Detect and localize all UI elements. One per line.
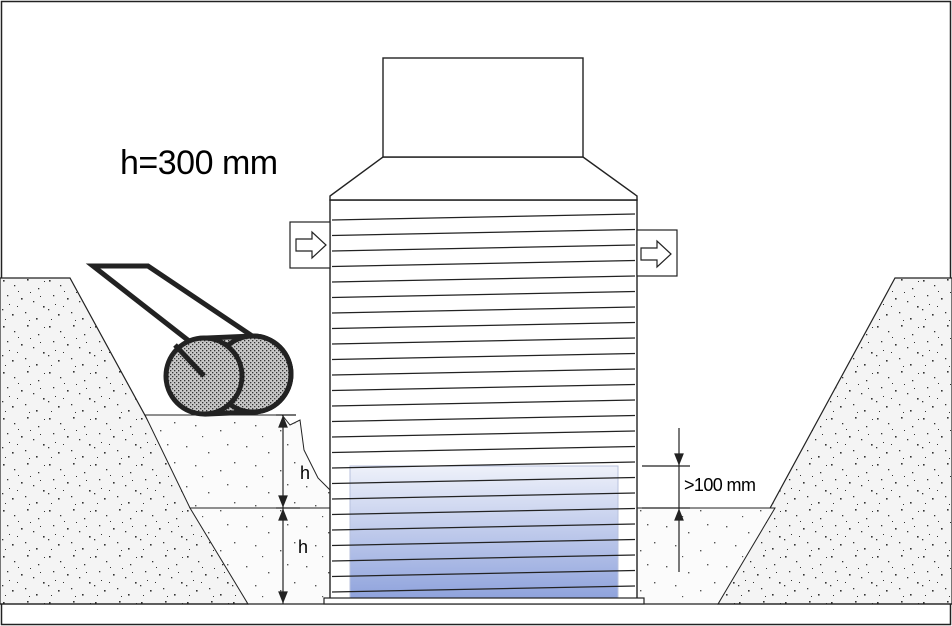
tank-rib	[331, 461, 636, 469]
right-trench-wall	[716, 277, 952, 605]
h-lower-label: h	[298, 537, 309, 557]
tank-rib	[331, 554, 636, 562]
tank-water-level	[349, 465, 619, 601]
tank-rib	[331, 244, 636, 252]
tank-rib	[331, 399, 636, 407]
tank-rib	[331, 352, 636, 361]
tank-rib	[331, 585, 636, 593]
outlet-arrow-icon	[636, 229, 678, 277]
tank-rib	[331, 476, 636, 485]
compaction-roller-icon	[85, 263, 294, 417]
tank-rib	[331, 228, 636, 237]
tank-rib	[331, 290, 636, 299]
inlet-arrow-icon	[289, 221, 331, 269]
tank-rib	[331, 337, 636, 345]
tank-rib	[331, 492, 636, 500]
tank-rib	[331, 430, 636, 438]
tank-rib	[331, 445, 636, 454]
height-dimension	[276, 414, 300, 604]
tank-rib	[331, 368, 636, 376]
tank-rib	[331, 569, 636, 578]
tank-base-plate	[323, 597, 645, 605]
tank-rib	[331, 523, 636, 531]
tank-ribs	[331, 213, 636, 593]
clearance-label: >100 mm	[684, 475, 756, 495]
tank-rib	[331, 275, 636, 283]
tank-rib	[331, 259, 636, 268]
layer-height-label: h=300 mm	[120, 144, 278, 182]
tank-rib	[331, 538, 636, 547]
tank-rib	[331, 213, 636, 221]
h-upper-label: h	[300, 463, 311, 483]
tank-rib	[331, 414, 636, 423]
tank-rib	[331, 507, 636, 516]
clearance-dimension	[642, 428, 690, 572]
tank-cone	[329, 156, 638, 201]
tank-rib	[331, 321, 636, 330]
tank-rib	[331, 306, 636, 314]
tank-riser	[382, 57, 584, 158]
tank-rib	[331, 383, 636, 392]
